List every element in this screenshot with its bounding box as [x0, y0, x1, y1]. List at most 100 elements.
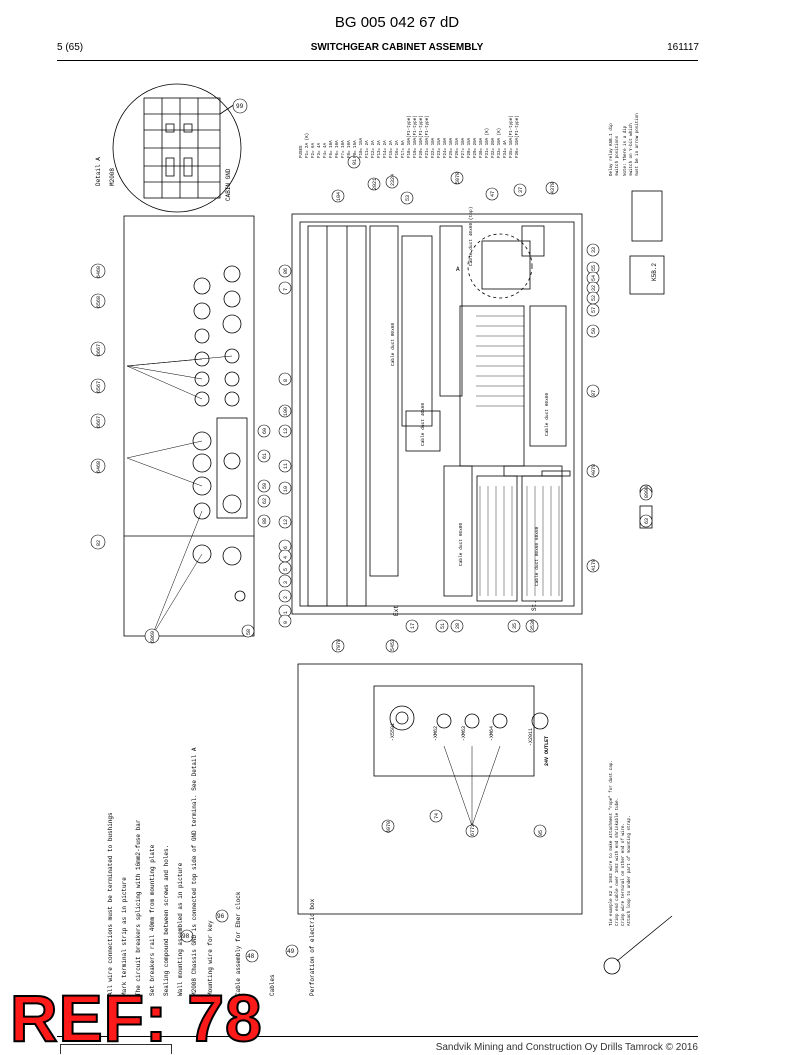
svg-text:F35= 10A(F1-type): F35= 10A(F1-type) — [509, 115, 514, 158]
svg-text:F16= 2A: F16= 2A — [396, 140, 400, 158]
svg-text:F1= 2A (K): F1= 2A (K) — [305, 133, 310, 158]
svg-text:2021: 2021 — [372, 178, 378, 190]
svg-text:59: 59 — [262, 483, 268, 489]
svg-text:37: 37 — [518, 187, 524, 193]
svg-text:Cable duct 40x60: Cable duct 40x60 — [420, 402, 426, 446]
relay-label: K5B.2 — [651, 263, 658, 281]
svg-text:F32= 20A: F32= 20A — [492, 137, 496, 158]
svg-text:Mark terminal strip as in pict: Mark terminal strip as in picture — [121, 877, 128, 996]
svg-text:Detail A: Detail A — [95, 157, 102, 186]
svg-text:28: 28 — [455, 623, 461, 629]
svg-text:Set breakers rail 40mm from mo: Set breakers rail 40mm from mounting pla… — [149, 844, 156, 996]
svg-text:100: 100 — [283, 407, 289, 416]
cable-duct-right — [529, 305, 567, 447]
svg-text:17: 17 — [410, 623, 416, 629]
balloon-labels: 6468 6568 6667 6567 6667 6468 82 6869 58… — [96, 159, 650, 836]
svg-text:F27= 10A: F27= 10A — [462, 137, 466, 158]
svg-text:35: 35 — [512, 623, 518, 629]
svg-text:48: 48 — [247, 953, 255, 960]
svg-text:8990: 8990 — [644, 486, 650, 498]
terminal-strip — [307, 225, 367, 607]
svg-text:6667: 6667 — [96, 416, 102, 428]
svg-text:5978: 5978 — [455, 172, 461, 184]
page-number: 5 (65) — [57, 42, 84, 53]
svg-text:6568: 6568 — [96, 296, 102, 308]
cabinet-assembly-drawing: All wire connections must be terminated … — [90, 83, 673, 996]
ext-label: Ext — [393, 605, 400, 616]
svg-text:54: 54 — [591, 275, 597, 281]
svg-text:F9= 15A: F9= 15A — [354, 140, 358, 158]
svg-text:13: 13 — [283, 428, 289, 434]
svg-text:F12= 2A: F12= 2A — [372, 140, 376, 158]
svg-text:Sealing compound between screw: Sealing compound between screws and hole… — [163, 845, 170, 996]
svg-text:-X5501: -X5501 — [390, 723, 396, 741]
svg-text:F14= 2A: F14= 2A — [384, 140, 388, 158]
svg-text:Cable duct 80x60: Cable duct 80x60 — [390, 322, 396, 366]
svg-text:F26= 15A: F26= 15A — [456, 137, 460, 158]
outlet-connector-labels: -X5501 -XM62 -XM63 -XM64 -X2011 24V OUTL… — [390, 723, 550, 766]
svg-text:F13= 2A: F13= 2A — [378, 140, 382, 158]
svg-text:The circuit breakers splicing: The circuit breakers splicing with 16mm2… — [135, 819, 142, 996]
svg-text:57: 57 — [591, 307, 597, 313]
svg-text:must be in arrow position: must be in arrow position — [635, 113, 640, 176]
svg-text:Delay relay K5B.1 dip: Delay relay K5B.1 dip — [609, 123, 614, 176]
svg-text:-X2011: -X2011 — [528, 728, 534, 746]
svg-text:F20= 10A(F1-type): F20= 10A(F1-type) — [419, 115, 424, 158]
svg-text:F18= 10A(F1-type): F18= 10A(F1-type) — [407, 115, 412, 158]
svg-text:F23= 15A: F23= 15A — [438, 137, 442, 158]
svg-text:6468: 6468 — [96, 461, 102, 473]
side-labels: Mounting wire for key Cable assembly for… — [207, 891, 316, 996]
svg-text:5453: 5453 — [390, 639, 396, 651]
svg-text:4: 4 — [283, 556, 289, 559]
cable-bushings — [192, 265, 248, 602]
svg-text:F11= 2A: F11= 2A — [366, 140, 370, 158]
svg-text:6667: 6667 — [96, 344, 102, 356]
svg-text:6468: 6468 — [96, 266, 102, 278]
svg-text:10: 10 — [283, 486, 289, 492]
svg-text:F5= 10A: F5= 10A — [330, 140, 334, 158]
header-divider — [57, 60, 698, 61]
st-label: St. — [531, 600, 538, 611]
detail-a — [112, 83, 242, 213]
svg-text:F7= 10A: F7= 10A — [342, 140, 346, 158]
svg-text:62: 62 — [262, 498, 268, 504]
svg-text:Tie example K2 x 1mm2 wire to: Tie example K2 x 1mm2 wire to make attac… — [609, 760, 614, 926]
svg-text:52: 52 — [591, 295, 597, 301]
view-a-label: A — [456, 266, 460, 273]
cable-duct-large — [443, 465, 473, 597]
svg-text:F31= 10A (K): F31= 10A (K) — [485, 128, 490, 158]
dust-cap-note: Tie example K2 x 1mm2 wire to make attac… — [609, 760, 632, 926]
svg-text:74: 74 — [434, 813, 440, 819]
cabin-gnd-label: CABIN GND — [225, 168, 232, 201]
ref-stamp: REF: 78 — [9, 981, 263, 1055]
svg-text:F21= 10A(F1-type): F21= 10A(F1-type) — [425, 115, 430, 158]
svg-text:Cable duct 40x60 (top): Cable duct 40x60 (top) — [468, 207, 474, 266]
svg-text:7978: 7978 — [336, 639, 342, 651]
din-rail-panel — [123, 215, 255, 637]
assembly-notes: All wire connections must be terminated … — [107, 747, 198, 996]
svg-text:49: 49 — [287, 948, 295, 955]
svg-text:F2= 6A: F2= 6A — [312, 142, 316, 158]
side-balloons: 98 96 48 49 — [182, 913, 295, 960]
svg-text:3: 3 — [283, 581, 289, 584]
svg-text:-XM64: -XM64 — [489, 726, 495, 741]
svg-text:3536: 3536 — [530, 619, 536, 631]
footer-divider — [57, 1036, 698, 1037]
svg-text:switch positions: switch positions — [615, 135, 620, 176]
svg-text:F34= 4A: F34= 4A — [504, 140, 508, 158]
svg-text:M2008 Chassis GND is connected: M2008 Chassis GND is connected top side … — [191, 747, 198, 996]
svg-text:F22= 10A: F22= 10A — [432, 137, 436, 158]
svg-text:F3= 4A: F3= 4A — [318, 142, 322, 158]
svg-text:33: 33 — [591, 247, 597, 253]
svg-text:9: 9 — [283, 621, 289, 624]
svg-text:32: 32 — [591, 285, 597, 291]
svg-text:6970: 6970 — [386, 821, 392, 833]
fuse-list: FUSES F1= 2A (K) F2= 6A F3= 4A F4= 4A F5… — [300, 115, 520, 158]
svg-text:6772: 6772 — [470, 824, 476, 836]
svg-text:63: 63 — [644, 518, 650, 524]
svg-text:F30= 10A: F30= 10A — [480, 137, 484, 158]
svg-text:104: 104 — [336, 192, 342, 201]
svg-text:98: 98 — [182, 933, 190, 940]
svg-text:86: 86 — [283, 268, 289, 274]
svg-text:60: 60 — [262, 428, 268, 434]
